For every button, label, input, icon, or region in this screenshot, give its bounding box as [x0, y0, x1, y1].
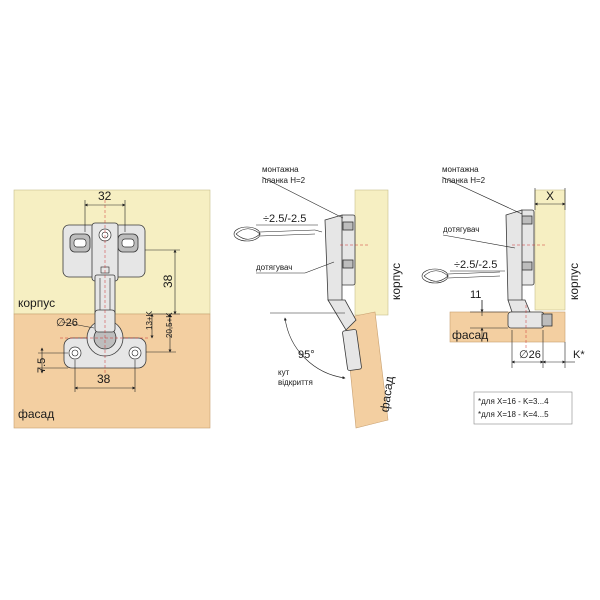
dim-7-5: 7.5 — [36, 358, 48, 373]
fasad-label: фасад — [18, 407, 54, 421]
mounting-plate — [62, 222, 146, 282]
angle-95: 95° — [298, 349, 315, 361]
dim-11: 11 — [470, 289, 481, 301]
dim-205k: 20,5+K — [165, 312, 174, 338]
middle-view: корпус фасад монтажна планка H=2 ÷2.5/-2… — [233, 165, 403, 429]
korpus-label-right: корпус — [567, 263, 581, 300]
label-tightener-middle: дотягувач — [256, 263, 292, 272]
fasad-label-middle: фасад — [378, 375, 397, 413]
label-plate2-right: планка H=2 — [442, 176, 486, 185]
hinge-side-middle — [324, 214, 370, 371]
screwdriver-middle — [233, 226, 323, 242]
hinge-side-right — [505, 209, 553, 350]
label-adjust-right: ÷2.5/-2.5 — [454, 259, 497, 271]
notes-box — [473, 391, 573, 425]
korpus-panel-middle — [354, 189, 389, 316]
note-2: *для X=18 - K=4...5 — [478, 410, 549, 419]
dim-cup-right: ∅26 — [519, 349, 541, 361]
angle-caption-1: кут — [278, 368, 290, 377]
dim-k-star: K* — [573, 349, 585, 361]
dim-38-bottom: 38 — [97, 372, 111, 386]
korpus-panel-right — [534, 189, 566, 311]
angle-caption-2: відкриття — [278, 378, 313, 387]
dim-32: 32 — [98, 189, 112, 203]
korpus-label: корпус — [18, 296, 55, 310]
label-plate-right: монтажна — [442, 165, 479, 174]
left-view: 32 38 13+K 20,5+K ∅26 7.5 38 корпус фаса… — [13, 189, 211, 429]
dim-13k: 13+K — [145, 310, 154, 330]
fasad-label-right: фасад — [452, 328, 488, 342]
right-view: корпус фасад X монтажна план — [421, 165, 585, 425]
label-adjust-middle: ÷2.5/-2.5 — [263, 213, 306, 225]
korpus-label-middle: корпус — [389, 263, 403, 300]
dim-x: X — [546, 189, 554, 203]
dim-cup-diameter: ∅26 — [56, 317, 78, 329]
label-tightener-right: дотягувач — [443, 225, 479, 234]
note-1: *для X=16 - K=3...4 — [478, 397, 549, 406]
label-plate-middle: монтажна — [262, 165, 299, 174]
label-plate2-middle: планка H=2 — [262, 176, 306, 185]
dim-38-vertical: 38 — [161, 274, 175, 288]
screwdriver-right — [421, 268, 501, 284]
